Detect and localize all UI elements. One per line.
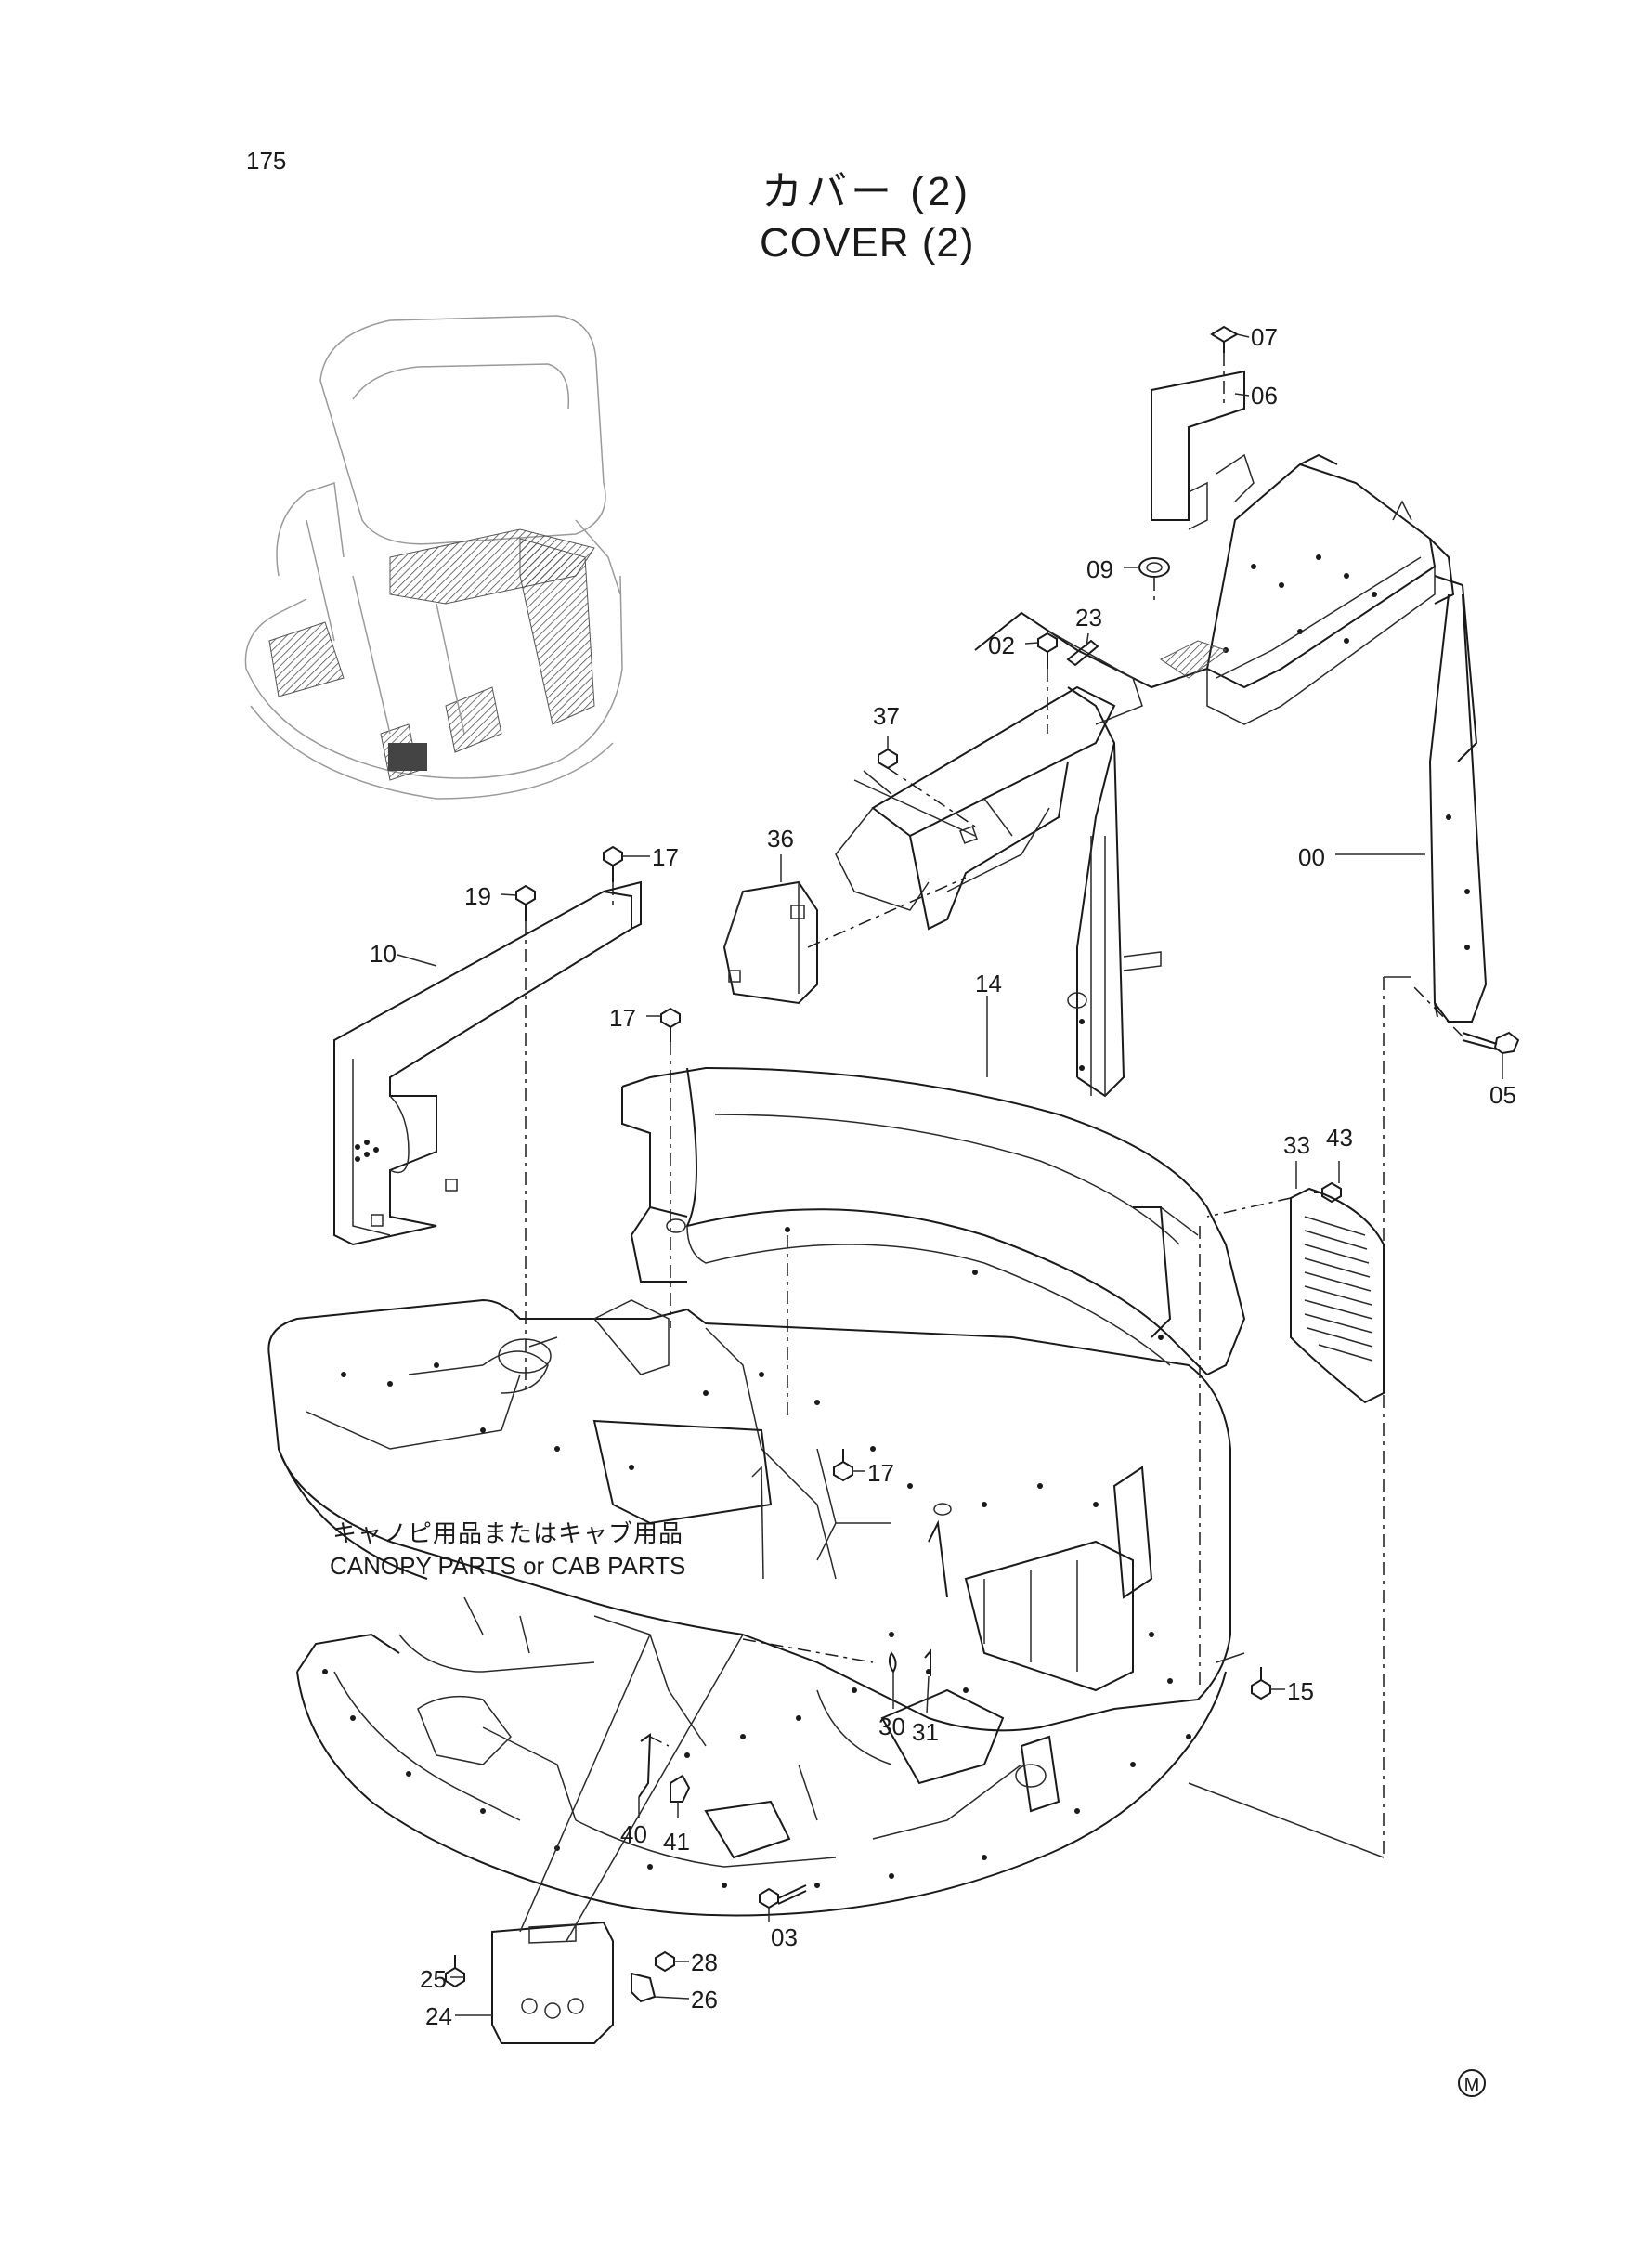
callout-17-lower: 17	[867, 1459, 894, 1487]
base-frame	[268, 1300, 1230, 1916]
callout-05: 05	[1489, 1081, 1516, 1109]
callout-17-upper: 17	[652, 843, 679, 871]
part-24-plate	[492, 1922, 613, 2043]
corner-mark: M	[1458, 2069, 1486, 2097]
machine-overview-inset	[245, 316, 622, 799]
callout-03: 03	[771, 1923, 798, 1951]
callout-17-middle: 17	[609, 1004, 636, 1032]
callout-15: 15	[1287, 1677, 1314, 1705]
callout-19: 19	[464, 882, 491, 910]
canopy-frame	[836, 371, 1486, 1096]
part-10-side-cover	[334, 882, 641, 1244]
part-36-bracket	[724, 882, 817, 1003]
callout-26: 26	[691, 1986, 718, 2013]
callout-10: 10	[370, 940, 397, 968]
callout-09: 09	[1086, 555, 1113, 583]
callout-06: 06	[1251, 382, 1278, 410]
callout-02: 02	[988, 632, 1015, 659]
callout-25: 25	[420, 1965, 447, 1993]
assembly-lines	[520, 353, 1463, 1941]
callout-28: 28	[691, 1948, 718, 1976]
fasteners	[446, 327, 1518, 2001]
callout-14: 14	[975, 970, 1002, 997]
callout-23: 23	[1075, 604, 1102, 632]
parts-note-english: CANOPY PARTS or CAB PARTS	[330, 1552, 686, 1580]
callout-36: 36	[767, 825, 794, 853]
part-33-grille	[1291, 1189, 1384, 1402]
callout-00: 00	[1298, 843, 1325, 871]
callout-07: 07	[1251, 323, 1278, 351]
parts-note-japanese: キャノピ用品またはキャブ用品	[332, 1519, 684, 1547]
page-title-japanese: カバー (2)	[761, 169, 971, 215]
callout-43: 43	[1326, 1124, 1353, 1152]
callout-31: 31	[912, 1718, 939, 1746]
part-14-top-cover	[622, 1068, 1244, 1375]
callout-40: 40	[620, 1820, 647, 1848]
callout-30: 30	[878, 1713, 905, 1740]
callout-41: 41	[663, 1828, 690, 1856]
callout-37: 37	[873, 702, 900, 730]
page-title-english: COVER (2)	[760, 220, 975, 266]
callout-33: 33	[1283, 1131, 1310, 1159]
leader-lines	[397, 334, 1502, 2015]
page-number: 175	[246, 147, 287, 175]
callout-24: 24	[425, 2002, 452, 2030]
